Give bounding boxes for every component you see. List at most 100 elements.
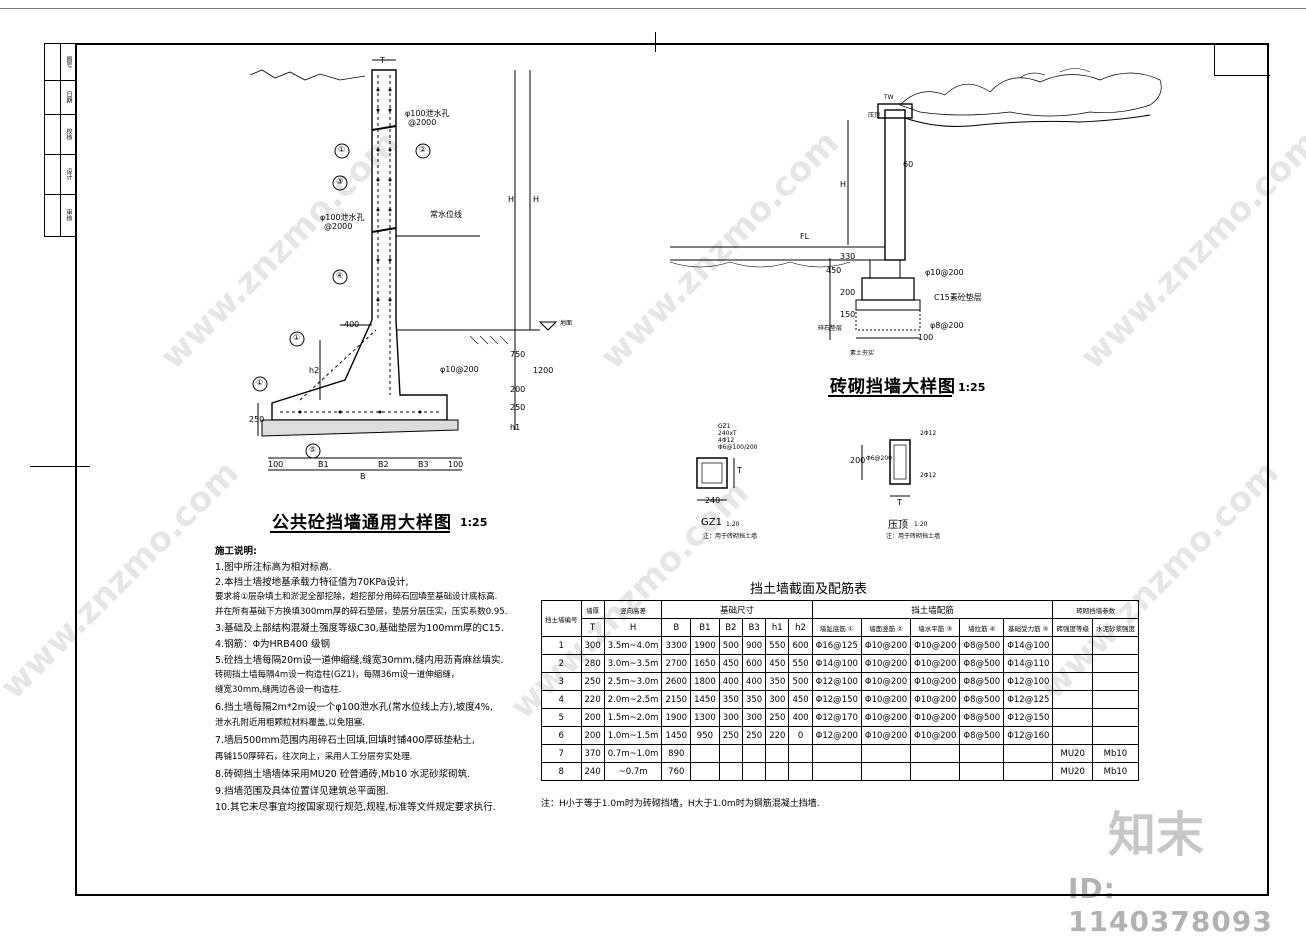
marker-3: ③ [336,177,344,186]
dim-top-width: T [380,56,385,65]
table-cell: 900 [741,636,767,655]
dim-b: B [360,472,366,481]
gz1-spec: GZ1 240xT 4Φ12 Φ6@100/200 [718,423,757,451]
table-cell [1052,708,1093,727]
callout-drain-spacing: @2000 [324,222,353,231]
table-header: 墙拉筋 ④ [959,618,1005,637]
callout-ground: 地面 [560,320,573,327]
table-title: 挡土墙截面及配筋表 [750,582,868,597]
table-cell: Φ12@160 [1003,726,1054,745]
crop-mark-left [30,466,90,467]
table-header: 墙面竖筋 ② [860,618,912,637]
label-tw: TW [884,94,894,101]
table-cell: 1450 [661,726,692,745]
table-cell: Φ10@200 [910,654,961,673]
corner-box [1214,43,1270,76]
table-cell: 760 [661,762,692,781]
title-underline [270,531,450,533]
table-cell: ~0.7m [603,762,663,781]
table-cell: Φ10@200 [910,636,961,655]
callout-gravel: 碎石垫层 [818,325,843,332]
table-cell: Φ10@200 [860,654,912,673]
table-cell: 2700 [661,654,692,673]
table-cell: 240 [580,762,605,781]
table-cell: Φ12@200 [811,726,862,745]
callout-rebar: φ8@200 [930,321,964,330]
table-cell [788,744,813,763]
cap-t: T [897,498,902,507]
table-cell: Mb10 [1091,762,1139,781]
table-header: B1 [690,618,720,637]
table-cell: 300 [765,690,790,709]
dim-h: H [508,195,515,204]
dim-250: 250 [510,403,526,412]
table-cell: 250 [741,726,767,745]
callout-drain-spacing: @2000 [408,118,437,127]
table-cell [765,762,790,781]
table-cell [718,744,743,763]
table-header: B2 [718,618,743,637]
table-cell [690,762,720,781]
table-cell: 2150 [661,690,692,709]
table-cell: 7 [541,744,582,763]
drawing-frame [75,43,1269,896]
table-cell: Φ8@500 [959,636,1005,655]
marker-5: ⑤ [309,445,317,454]
table-cell: Φ12@150 [1003,708,1054,727]
table-cell: 600 [788,636,813,655]
notes-line: 9.挡墙范围及具体位置详见建筑总平面图. [215,786,389,797]
dim-100: 100 [918,333,934,342]
table-cell: Φ12@150 [811,690,862,709]
table-cell [1003,762,1054,781]
table-cell: Φ8@500 [959,690,1005,709]
table-cell: Mb10 [1091,744,1139,763]
table-header: 基础受力筋 ⑤ [1003,618,1054,637]
table-cell: Φ10@200 [910,690,961,709]
dim-h: H [840,180,847,189]
dim-60: 60 [903,160,914,169]
brick-wall-title: 砖砌挡墙大样图 [830,377,956,397]
table-cell: 370 [580,744,605,763]
marker-1: ① [256,378,264,387]
dim-250: 250 [249,415,265,424]
table-cell [765,744,790,763]
notes-line: 7.墙后500mm范围内用碎石土回填,回填时铺400厚砾垫粘土, [215,735,475,746]
table-cell: 890 [661,744,692,763]
table-cell: 1450 [690,690,720,709]
table-cell: Φ8@500 [959,708,1005,727]
table-cell [860,744,912,763]
table-cell: 400 [788,708,813,727]
table-header: h1 [765,618,790,637]
notes-line: 2.本挡土墙按地基承载力特征值为70KPa设计, [215,577,409,588]
dim-b1: B1 [318,460,329,469]
gz1-spec-line: GZ1 [718,423,731,430]
dim-330: 330 [840,252,856,261]
table-cell: 300 [718,708,743,727]
cap-d200: 200 [850,456,866,465]
table-cell: 8 [541,762,582,781]
table-cell: 300 [741,708,767,727]
title-block-divider [60,43,61,237]
table-cell [1091,726,1139,745]
dim-400: 400 [344,320,360,329]
table-cell: 3300 [661,636,692,655]
table-cell: 200 [580,726,605,745]
table-cell: 550 [788,654,813,673]
table-cell: 6 [541,726,582,745]
gz1-detail [696,457,735,501]
dim-200: 200 [510,385,526,394]
title-underline [828,395,952,397]
brick-wall-drawing [669,68,1162,340]
table-header: 墙趾底筋 ① [811,618,862,637]
table-cell: 220 [765,726,790,745]
notes-line: 并在所有基础下方换填300mm厚的碎石垫层，垫层分层压实，压实系数0.95. [215,607,508,617]
notes-line: 再铺150厚碎石，往次向上，采用人工分层夯实处理. [215,752,413,762]
label-fl: FL [800,232,810,241]
